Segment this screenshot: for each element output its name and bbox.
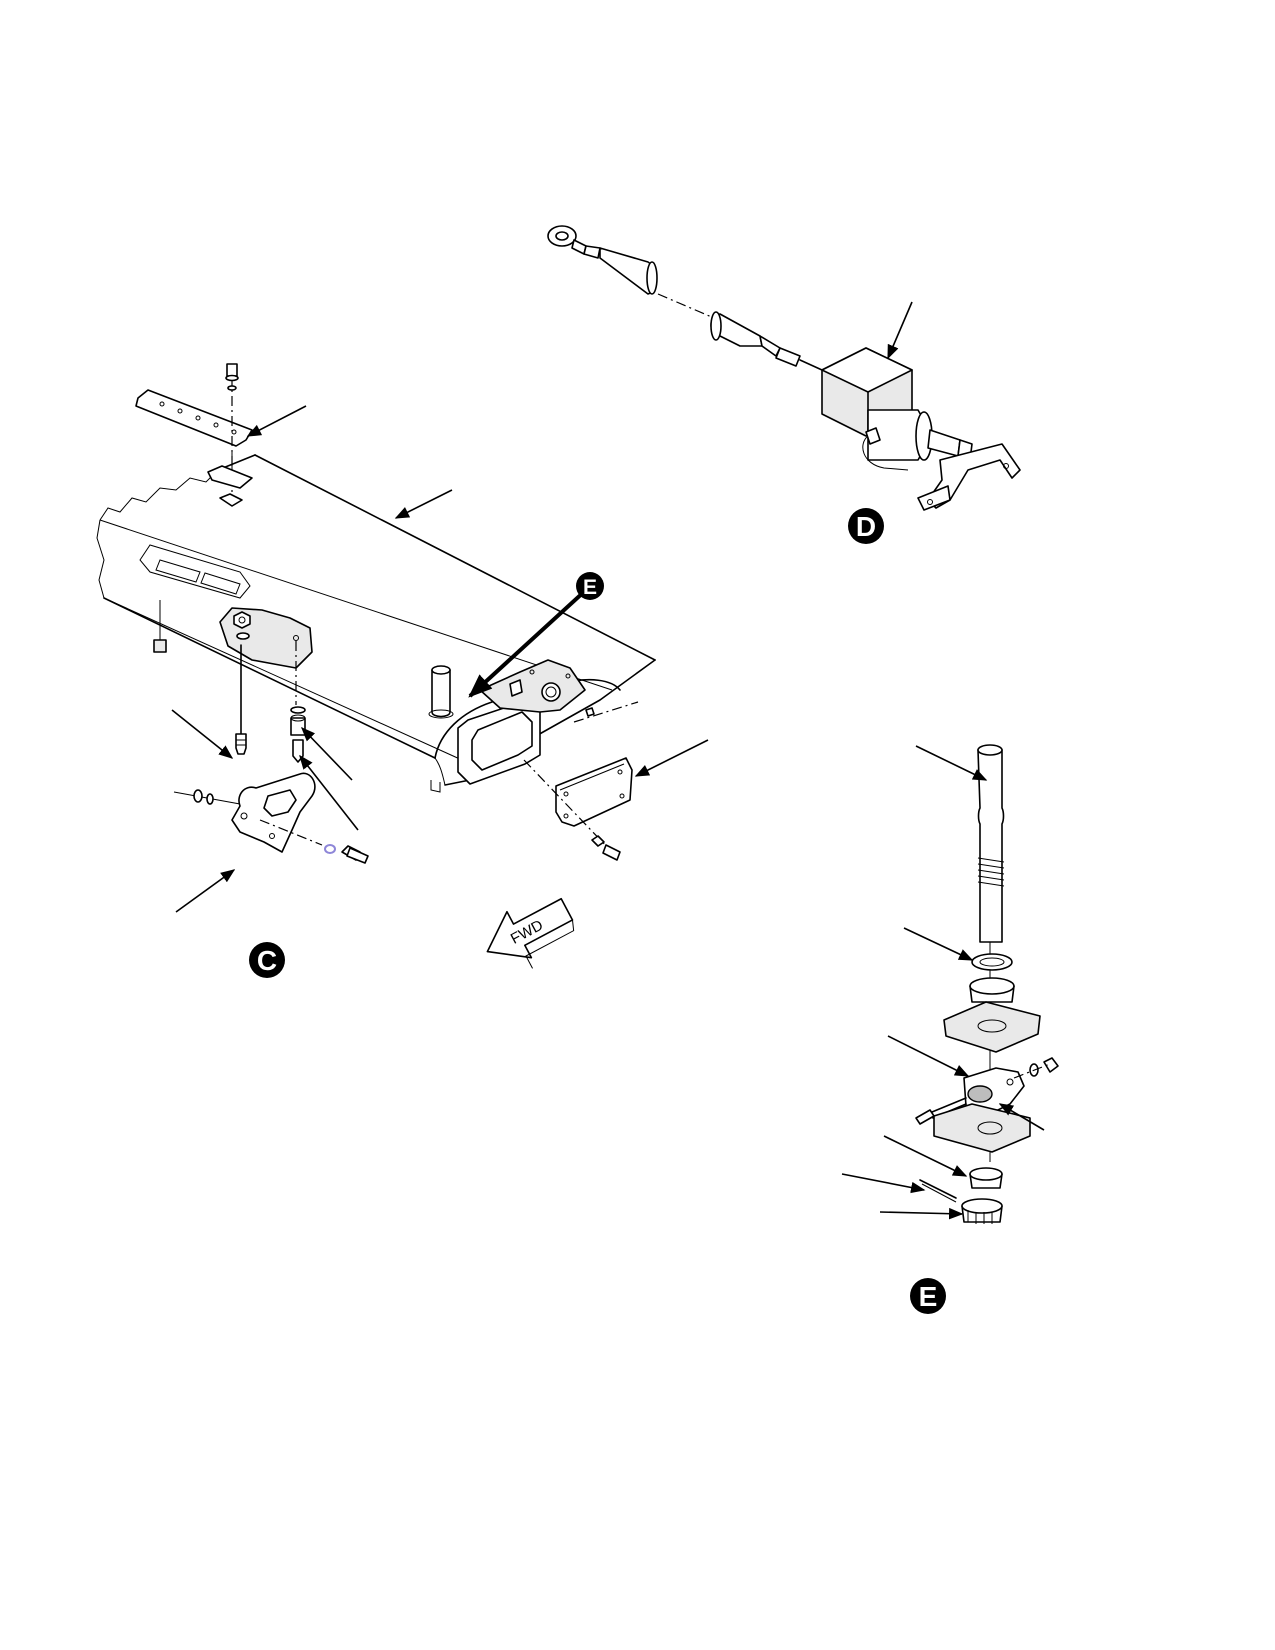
callout-end-cover — [634, 739, 709, 777]
callout-lower-bearing — [883, 1135, 968, 1177]
main-beam-assembly — [96, 454, 656, 793]
callout-tube — [915, 745, 988, 781]
reference-badge-e: E — [576, 572, 604, 600]
detail-badge-e-label: E — [919, 1281, 938, 1312]
callout-stud-2 — [299, 754, 359, 831]
end-cover-plate — [523, 701, 639, 861]
callout-spacer — [301, 726, 353, 781]
detail-badge-d-label: D — [856, 511, 876, 542]
reference-badge-e-label: E — [583, 576, 597, 599]
detail-badge-c: C — [249, 942, 285, 978]
callout-clamp — [887, 1035, 970, 1077]
reference-arrow-e — [468, 588, 588, 698]
callout-nut — [879, 1207, 964, 1220]
forward-direction-arrow: FWD — [486, 897, 575, 969]
detail-e-tube-assembly — [915, 744, 1059, 1224]
detail-badge-e: E — [910, 1278, 946, 1314]
detail-c-bracket-assembly — [173, 607, 369, 864]
callout-top-plate — [246, 405, 307, 437]
callout-cotter-pin — [841, 1173, 926, 1194]
callout-clamp-bolt — [998, 1103, 1045, 1131]
detail-d-actuator-assembly — [547, 225, 1021, 511]
callout-actuator — [887, 301, 913, 360]
callout-upper-seal — [903, 927, 974, 961]
top-doubler-plate — [135, 363, 253, 507]
detail-badge-d: D — [848, 508, 884, 544]
callout-stud — [171, 709, 234, 759]
callout-beam — [394, 489, 453, 519]
detail-badge-c-label: C — [257, 945, 277, 976]
callout-bracket — [175, 869, 236, 913]
callout-leaders — [171, 301, 1045, 1220]
